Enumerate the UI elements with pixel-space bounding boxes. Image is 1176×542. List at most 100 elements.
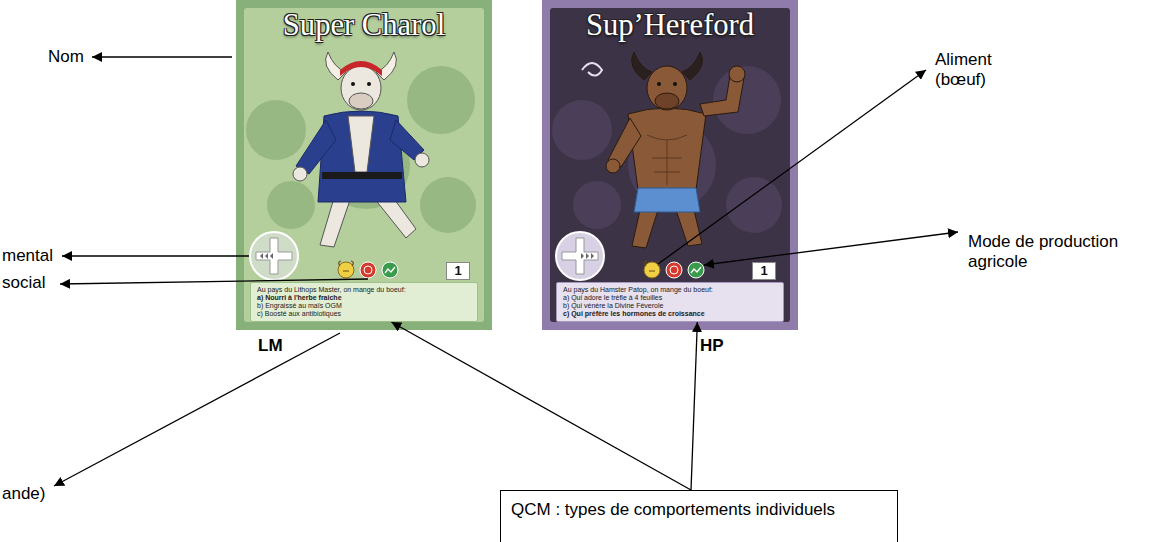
food-icon	[338, 262, 354, 278]
card-number: 1	[753, 263, 775, 279]
production-icon	[688, 262, 704, 278]
hand	[293, 167, 307, 181]
social-icon-mark	[364, 266, 372, 274]
horn	[326, 52, 346, 80]
fist	[729, 66, 745, 82]
headband	[340, 61, 382, 76]
quiz-option: Au pays du Lithops Master, on mange du b…	[257, 286, 471, 294]
background-pattern	[726, 177, 782, 233]
horn	[376, 52, 396, 80]
connector-arrow	[691, 322, 697, 490]
background-pattern	[407, 66, 475, 134]
social-icon-mark	[670, 266, 678, 274]
quiz-option: c) Qui préfère les hormones de croissanc…	[563, 310, 777, 318]
quiz-option: b) Engraissé au maïs OGM	[257, 302, 471, 310]
shorts	[634, 188, 700, 212]
leg	[320, 198, 350, 247]
background-pattern	[420, 177, 476, 233]
muscle-line	[647, 135, 687, 185]
quiz-panel: Au pays du Hamster Patop, on mange du bo…	[556, 282, 784, 322]
indicator-icons	[338, 261, 398, 278]
direction-arrow	[591, 253, 594, 259]
robe	[318, 111, 406, 202]
horn	[632, 52, 652, 80]
production-icon-mark	[691, 267, 701, 273]
hand	[415, 153, 429, 167]
card-background	[550, 8, 790, 322]
quiz-option: b) Qui vénère la Divine Féverole	[563, 302, 777, 310]
direction-arrow	[586, 253, 589, 259]
head	[341, 66, 381, 110]
card-frame	[542, 0, 798, 330]
part-label: Aliment (bœuf)	[935, 50, 1025, 91]
background-pattern	[267, 181, 315, 229]
eye	[657, 82, 661, 86]
quiz-option: Au pays du Hamster Patop, on mange du bo…	[563, 286, 777, 294]
card-number: 1	[447, 263, 469, 279]
character-illustration	[293, 52, 429, 247]
cross-icon	[250, 232, 298, 280]
leg	[676, 210, 702, 246]
background-pattern	[246, 100, 306, 160]
cross-sign	[562, 238, 598, 274]
cross-sign	[256, 238, 292, 274]
leader-line	[54, 333, 340, 486]
leader-line	[62, 255, 249, 256]
number-box: 1	[752, 262, 776, 280]
leg	[632, 210, 658, 248]
direction-arrow	[265, 253, 268, 259]
card-art	[542, 0, 798, 330]
quiz-option: c) Boosté aux antibiotiques	[257, 310, 471, 318]
snout	[655, 93, 679, 109]
background-pattern	[573, 181, 621, 229]
quiz-option: a) Qui adore le trèfle à 4 feuilles	[563, 294, 777, 302]
leader-line	[92, 56, 232, 57]
connector-arrow	[391, 322, 691, 490]
cross-disc	[556, 232, 604, 280]
eye	[367, 82, 371, 86]
eye	[351, 82, 355, 86]
food-icon	[644, 262, 660, 278]
caption-box: QCM : types de comportements individuels	[500, 490, 898, 542]
eye	[673, 82, 677, 86]
quiz-option: a) Nourri à l'herbe fraiche	[257, 294, 471, 302]
card-art	[236, 0, 492, 330]
part-label: mental	[2, 246, 53, 266]
character-illustration	[582, 52, 745, 248]
part-label: Mode de production agricole	[968, 232, 1136, 273]
head	[647, 66, 687, 110]
fist	[606, 159, 620, 173]
food-icon-mark	[339, 261, 354, 271]
production-icon	[382, 262, 398, 278]
swirl	[582, 63, 602, 76]
indicator-icons	[644, 261, 704, 278]
belt	[322, 172, 402, 179]
card-tag: HP	[700, 336, 724, 356]
social-icon	[360, 262, 376, 278]
part-label: social	[2, 273, 45, 293]
chest	[348, 116, 374, 172]
horn	[682, 52, 702, 80]
background-pattern	[552, 100, 612, 160]
cross-disc	[250, 232, 298, 280]
quiz-panel: Au pays du Lithops Master, on mange du b…	[250, 282, 478, 322]
direction-arrow	[581, 253, 584, 259]
direction-arrow	[260, 253, 263, 259]
sleeve	[296, 120, 336, 174]
part-label: ande)	[2, 484, 45, 504]
food-icon-mark	[645, 261, 660, 271]
cross-icon	[556, 232, 604, 280]
social-icon	[666, 262, 682, 278]
card-frame	[236, 0, 492, 330]
direction-arrow	[270, 253, 273, 259]
production-icon-mark	[385, 267, 395, 273]
card-tag: LM	[258, 336, 283, 356]
snout	[349, 93, 373, 109]
card-title: Sup’Hereford	[542, 0, 798, 43]
card-background	[244, 8, 484, 322]
torso	[628, 108, 706, 190]
part-label: Nom	[48, 47, 84, 67]
caption-text: QCM : types de comportements individuels	[511, 500, 887, 520]
game-card: Sup’Hereford Au pays du Hamster Patop, on…	[542, 0, 798, 330]
number-box: 1	[446, 262, 470, 280]
